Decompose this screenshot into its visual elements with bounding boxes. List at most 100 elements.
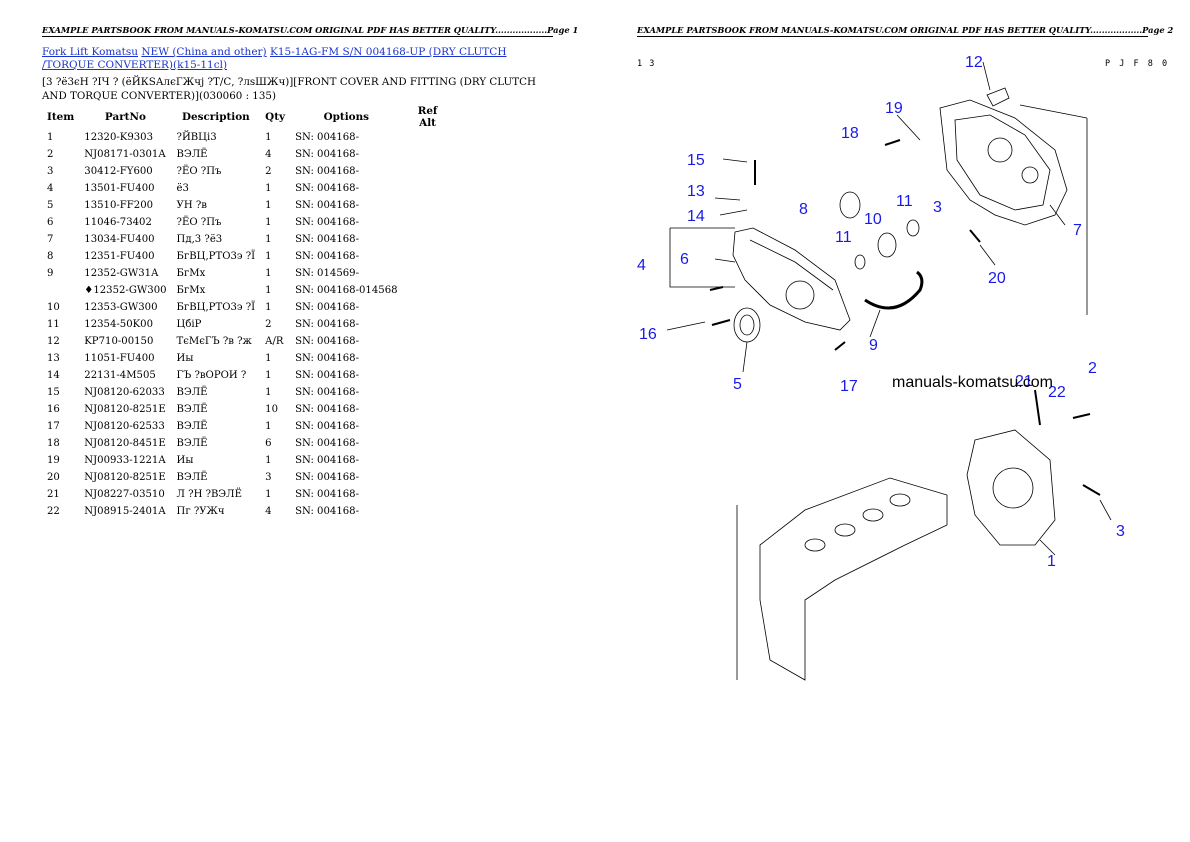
- panel-edge: [1019, 104, 1088, 119]
- front-cover-shape: [732, 227, 851, 331]
- cell-qty: 1: [265, 217, 272, 228]
- cell-description: ВЭЛЁ: [176, 472, 208, 483]
- breadcrumb-link-region[interactable]: NEW (China and other): [141, 46, 267, 58]
- exploded-diagram: 1 2 3 4 5 6 7 8 9 10 11 11 12 13 14 15 1…: [637, 54, 1125, 681]
- cell-qty: 3: [265, 472, 272, 483]
- sealant-tube: [986, 87, 1010, 107]
- flywheel-housing: [966, 429, 1056, 546]
- col-options: Options: [323, 111, 369, 123]
- cell-partno: 22131-4M505: [84, 370, 156, 381]
- leader: [1049, 204, 1066, 226]
- cell-description: БгМх: [176, 268, 206, 279]
- cell-item: 20: [47, 472, 60, 483]
- gear-8: [839, 191, 861, 219]
- cell-description: ВЭЛЁ: [176, 438, 208, 449]
- dowel-6: [709, 286, 724, 291]
- callout-21: 21: [1015, 373, 1033, 390]
- cell-description: БгВЦ,РТО3э ?Ї: [176, 251, 256, 262]
- bolt-2: [1072, 413, 1091, 419]
- cell-qty: 2: [265, 319, 272, 330]
- breadcrumb: Fork Lift Komatsu NEW (China and other) …: [42, 46, 552, 72]
- callout-7: 7: [1073, 222, 1082, 239]
- callout-20: 20: [988, 270, 1006, 287]
- cell-qty: 1: [265, 183, 272, 194]
- cell-description: ВЭЛЁ: [176, 404, 208, 415]
- cell-ref-alt: [403, 282, 453, 299]
- cell-partno: NJ08915-2401A: [84, 506, 166, 517]
- rear-cover-shape: [939, 99, 1068, 226]
- oil-seal: [733, 307, 761, 343]
- front-cover-rib: [749, 239, 834, 291]
- cell-options: SN: 004168-: [295, 438, 360, 449]
- leader: [869, 309, 881, 338]
- cell-item: 4: [47, 183, 54, 194]
- cell-partno: 11051-FU400: [84, 353, 155, 364]
- cell-partno: 13501-FU400: [84, 183, 155, 194]
- gear-10: [877, 232, 897, 258]
- breadcrumb-link-model[interactable]: K15-1AG-FM S/N 004168-UP (DRY CLUTCH /TO…: [42, 46, 507, 71]
- cell-partno: 12354-50K00: [84, 319, 154, 330]
- cell-options: SN: 004168-014568: [295, 285, 398, 296]
- cell-partno: NJ08227-03510: [84, 489, 165, 500]
- cell-options: SN: 004168-: [295, 132, 360, 143]
- callout-18: 18: [841, 125, 859, 142]
- cell-ref-alt: [403, 214, 453, 231]
- cell-item: 11: [47, 319, 60, 330]
- callout-4: 4: [637, 257, 646, 274]
- cell-ref-alt: [403, 384, 453, 401]
- cell-description: ?ЁО ?Пъ: [176, 166, 222, 177]
- cell-qty: 1: [265, 200, 272, 211]
- engine-block: [759, 477, 948, 681]
- callout-2: 2: [1088, 360, 1097, 377]
- cell-item: 19: [47, 455, 60, 466]
- cell-partno: 12353-GW300: [84, 302, 158, 313]
- cell-qty: 1: [265, 302, 272, 313]
- cell-ref-alt: [403, 197, 453, 214]
- cell-description: ВЭЛЁ: [176, 149, 208, 160]
- cell-ref-alt: [403, 248, 453, 265]
- cylinder-bore: [804, 538, 826, 552]
- callout-14: 14: [687, 208, 705, 225]
- rear-cover-inner: [954, 114, 1051, 211]
- cell-options: SN: 004168-: [295, 353, 360, 364]
- page-header: EXAMPLE PARTSBOOK FROM MANUALS-KOMATSU.C…: [637, 25, 1174, 37]
- dowel-3: [1082, 484, 1101, 496]
- cell-ref-alt: [403, 350, 453, 367]
- leader: [719, 209, 748, 216]
- cell-qty: 4: [265, 149, 272, 160]
- cell-qty: 1: [265, 285, 272, 296]
- cell-partno: 12352-GW31A: [84, 268, 159, 279]
- cell-qty: 4: [265, 506, 272, 517]
- cell-item: [42, 282, 79, 299]
- cell-partno: 11046-73402: [84, 217, 152, 228]
- leader: [722, 158, 748, 163]
- cell-description: ВЭЛЁ: [176, 421, 208, 432]
- stud-21: [1034, 389, 1041, 426]
- cell-ref-alt: [403, 503, 453, 520]
- leader: [714, 197, 741, 201]
- callout-numbers: 1 2 3 4 5 6 7 8 9 10 11 11 12 13 14 15 1…: [637, 54, 1125, 570]
- cell-qty: A/R: [265, 336, 284, 347]
- cylinder-bore: [862, 508, 884, 522]
- cell-partno: NJ08120-8451E: [84, 438, 166, 449]
- cell-item: 12: [47, 336, 60, 347]
- cell-options: SN: 004168-: [295, 506, 360, 517]
- cell-description: ЦбіР: [176, 319, 202, 330]
- breadcrumb-link-fork-lift[interactable]: Fork Lift Komatsu: [42, 46, 138, 58]
- cell-qty: 10: [265, 404, 279, 415]
- cell-item: 6: [47, 217, 54, 228]
- cell-qty: 1: [265, 132, 272, 143]
- cell-item: 15: [47, 387, 60, 398]
- cell-ref-alt: [403, 452, 453, 469]
- cell-qty: 6: [265, 438, 272, 449]
- cell-options: SN: 004168-: [295, 404, 360, 415]
- callout-22: 22: [1048, 384, 1066, 401]
- cell-options: SN: 004168-: [295, 217, 360, 228]
